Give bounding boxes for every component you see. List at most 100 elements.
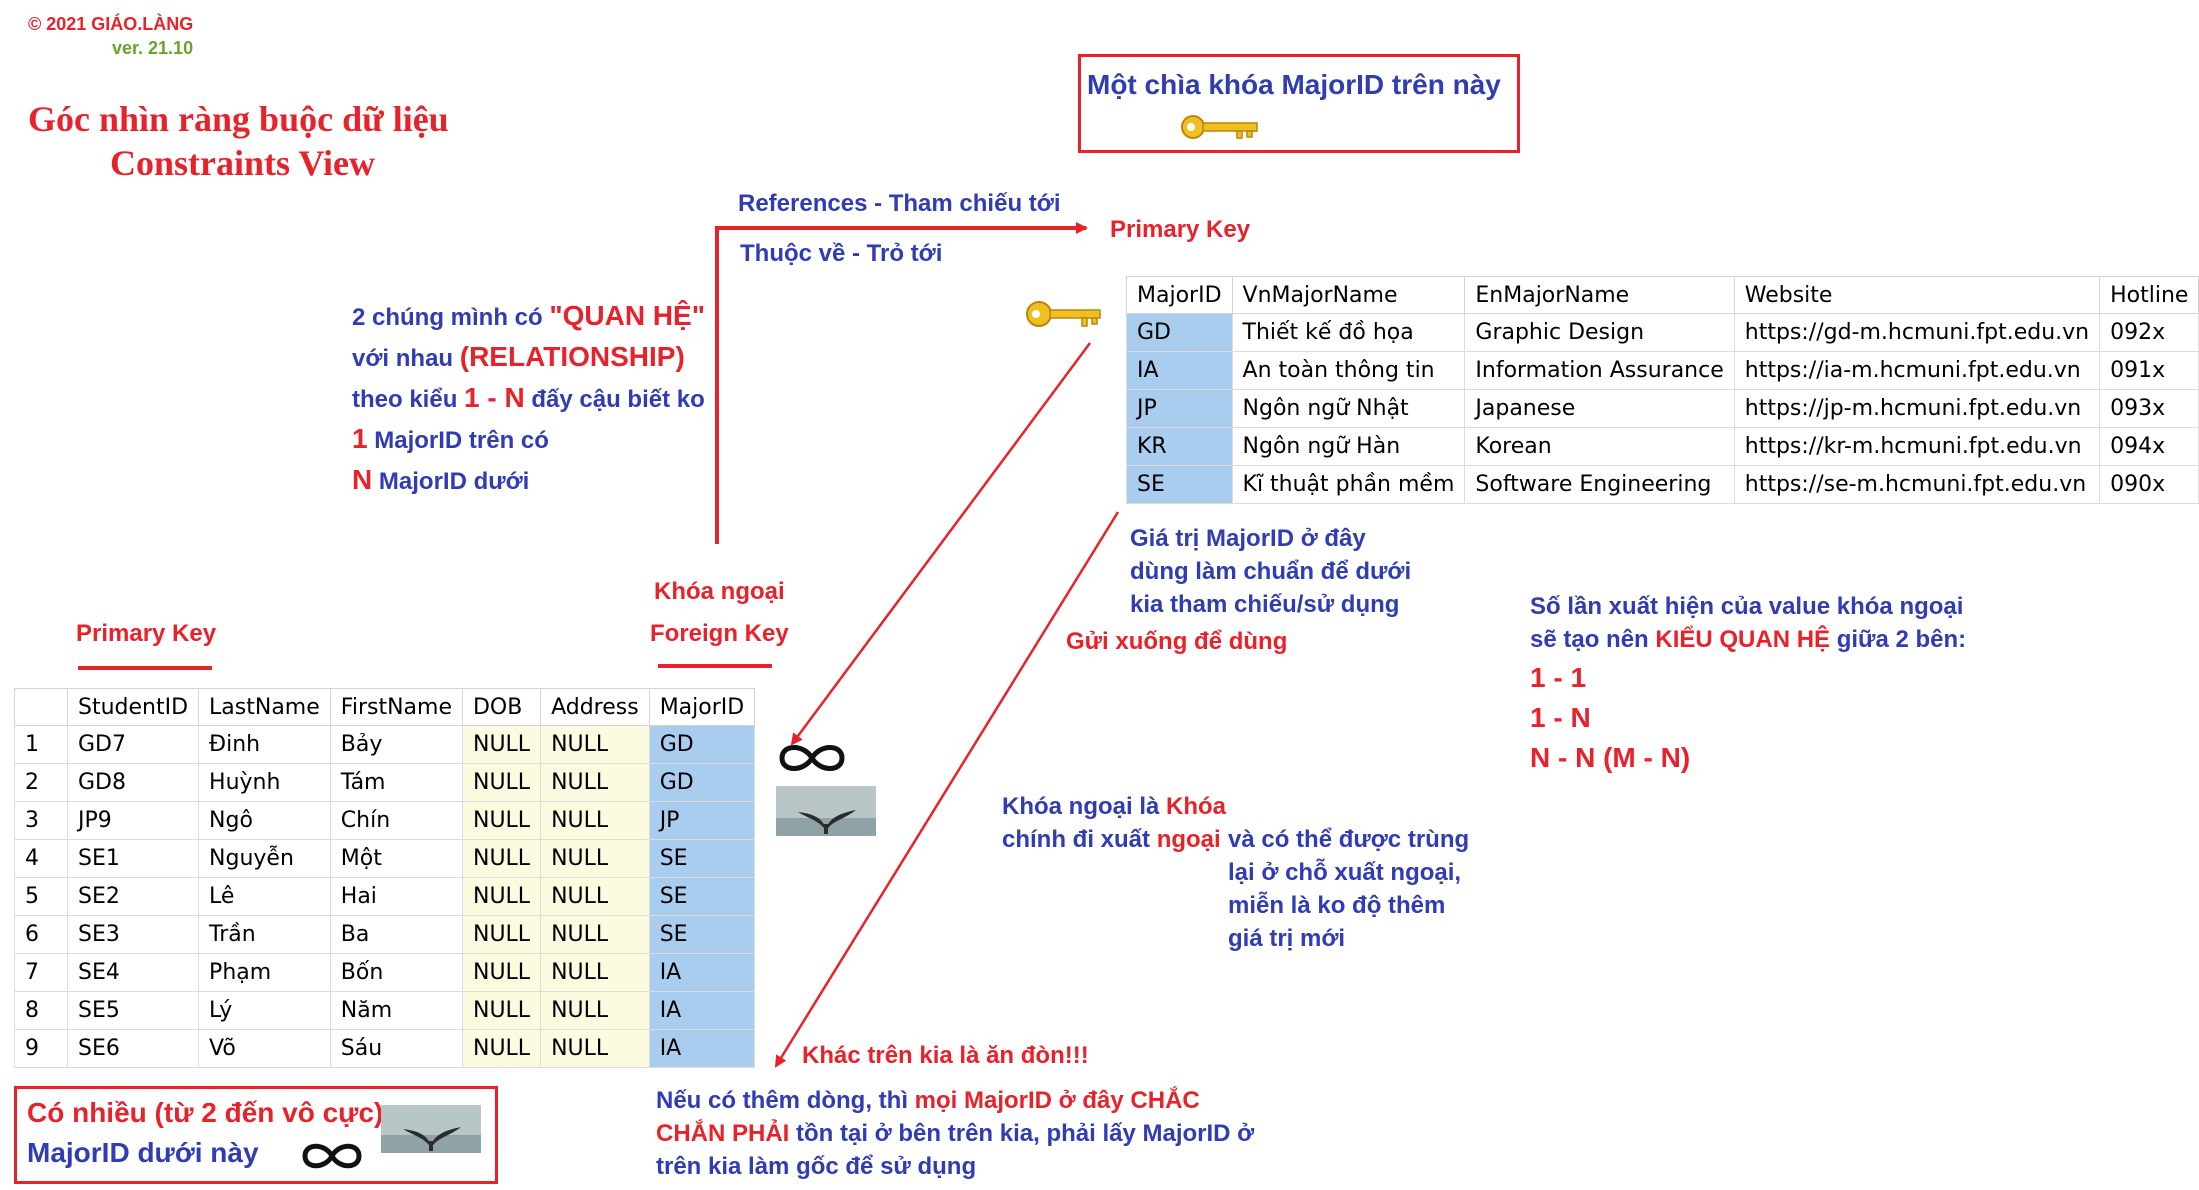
foreign-key-cell[interactable]: IA [648, 1029, 756, 1068]
majors-cell[interactable]: An toàn thông tin [1231, 351, 1466, 390]
majors-cell[interactable]: Graphic Design [1464, 313, 1735, 352]
row-number[interactable]: 8 [14, 991, 68, 1030]
majors-cell[interactable]: https://jp-m.hcmuni.fpt.edu.vn [1733, 389, 2101, 428]
majors-cell[interactable]: https://kr-m.hcmuni.fpt.edu.vn [1733, 427, 2101, 466]
students-cell[interactable]: Sáu [329, 1029, 463, 1068]
students-cell[interactable]: SE1 [66, 839, 200, 878]
row-number[interactable]: 6 [14, 915, 68, 954]
students-cell[interactable]: NULL [461, 725, 542, 764]
students-cell[interactable]: Huỳnh [198, 763, 331, 802]
row-number-header[interactable] [14, 688, 68, 726]
students-cell[interactable]: NULL [461, 953, 542, 992]
row-number[interactable]: 3 [14, 801, 68, 840]
students-col-header[interactable]: MajorID [648, 688, 756, 726]
majors-col-header[interactable]: Hotline [2099, 276, 2199, 314]
row-number[interactable]: 9 [14, 1029, 68, 1068]
students-cell[interactable]: GD8 [66, 763, 200, 802]
students-cell[interactable]: NULL [461, 1029, 542, 1068]
majors-col-header[interactable]: MajorID [1126, 276, 1233, 314]
students-cell[interactable]: Chín [329, 801, 463, 840]
majors-col-header[interactable]: VnMajorName [1231, 276, 1466, 314]
students-cell[interactable]: JP9 [66, 801, 200, 840]
row-number[interactable]: 2 [14, 763, 68, 802]
students-col-header[interactable]: LastName [198, 688, 331, 726]
students-cell[interactable]: Trần [198, 915, 331, 954]
students-cell[interactable]: Tám [329, 763, 463, 802]
students-cell[interactable]: Lê [198, 877, 331, 916]
students-cell[interactable]: NULL [461, 877, 542, 916]
students-cell[interactable]: NULL [540, 991, 650, 1030]
students-cell[interactable]: Phạm [198, 953, 331, 992]
major-id-cell[interactable]: IA [1126, 351, 1233, 390]
foreign-key-cell[interactable]: IA [648, 991, 756, 1030]
majors-cell[interactable]: 091x [2099, 351, 2199, 390]
majors-cell[interactable]: https://se-m.hcmuni.fpt.edu.vn [1733, 465, 2101, 504]
students-cell[interactable]: SE4 [66, 953, 200, 992]
students-cell[interactable]: NULL [540, 763, 650, 802]
students-cell[interactable]: GD7 [66, 725, 200, 764]
majors-cell[interactable]: Korean [1464, 427, 1735, 466]
students-cell[interactable]: Ba [329, 915, 463, 954]
students-cell[interactable]: Bốn [329, 953, 463, 992]
students-cell[interactable]: NULL [461, 991, 542, 1030]
students-cell[interactable]: NULL [461, 839, 542, 878]
majors-cell[interactable]: Japanese [1464, 389, 1735, 428]
students-cell[interactable]: NULL [461, 801, 542, 840]
majors-cell[interactable]: Ngôn ngữ Nhật [1231, 389, 1466, 428]
students-cell[interactable]: Võ [198, 1029, 331, 1068]
students-cell[interactable]: SE5 [66, 991, 200, 1030]
majors-cell[interactable]: 090x [2099, 465, 2199, 504]
majors-col-header[interactable]: EnMajorName [1464, 276, 1735, 314]
row-number[interactable]: 7 [14, 953, 68, 992]
students-cell[interactable]: NULL [540, 801, 650, 840]
foreign-key-cell[interactable]: GD [648, 725, 756, 764]
majors-cell[interactable]: Kĩ thuật phần mềm [1231, 465, 1466, 504]
students-col-header[interactable]: StudentID [66, 688, 200, 726]
students-cell[interactable]: Bảy [329, 725, 463, 764]
foreign-key-cell[interactable]: SE [648, 839, 756, 878]
row-number[interactable]: 5 [14, 877, 68, 916]
students-cell[interactable]: Đinh [198, 725, 331, 764]
students-cell[interactable]: Hai [329, 877, 463, 916]
majors-col-header[interactable]: Website [1733, 276, 2101, 314]
major-id-cell[interactable]: KR [1126, 427, 1233, 466]
students-col-header[interactable]: DOB [461, 688, 542, 726]
majors-cell[interactable]: Thiết kế đồ họa [1231, 313, 1466, 352]
students-cell[interactable]: NULL [540, 877, 650, 916]
major-id-cell[interactable]: JP [1126, 389, 1233, 428]
foreign-key-cell[interactable]: SE [648, 877, 756, 916]
students-cell[interactable]: NULL [540, 725, 650, 764]
students-cell[interactable]: SE3 [66, 915, 200, 954]
students-cell[interactable]: NULL [540, 915, 650, 954]
students-cell[interactable]: Một [329, 839, 463, 878]
major-id-cell[interactable]: SE [1126, 465, 1233, 504]
row-number[interactable]: 1 [14, 725, 68, 764]
majors-cell[interactable]: 092x [2099, 313, 2199, 352]
majors-cell[interactable]: Information Assurance [1464, 351, 1735, 390]
students-cell[interactable]: NULL [540, 839, 650, 878]
students-col-header[interactable]: FirstName [329, 688, 463, 726]
students-col-header[interactable]: Address [540, 688, 650, 726]
students-cell[interactable]: Năm [329, 991, 463, 1030]
students-cell[interactable]: Nguyễn [198, 839, 331, 878]
majors-cell[interactable]: Ngôn ngữ Hàn [1231, 427, 1466, 466]
major-id-cell[interactable]: GD [1126, 313, 1233, 352]
majors-cell[interactable]: 094x [2099, 427, 2199, 466]
majors-cell[interactable]: Software Engineering [1464, 465, 1735, 504]
students-cell[interactable]: NULL [461, 915, 542, 954]
students-cell[interactable]: SE6 [66, 1029, 200, 1068]
students-cell[interactable]: NULL [461, 763, 542, 802]
